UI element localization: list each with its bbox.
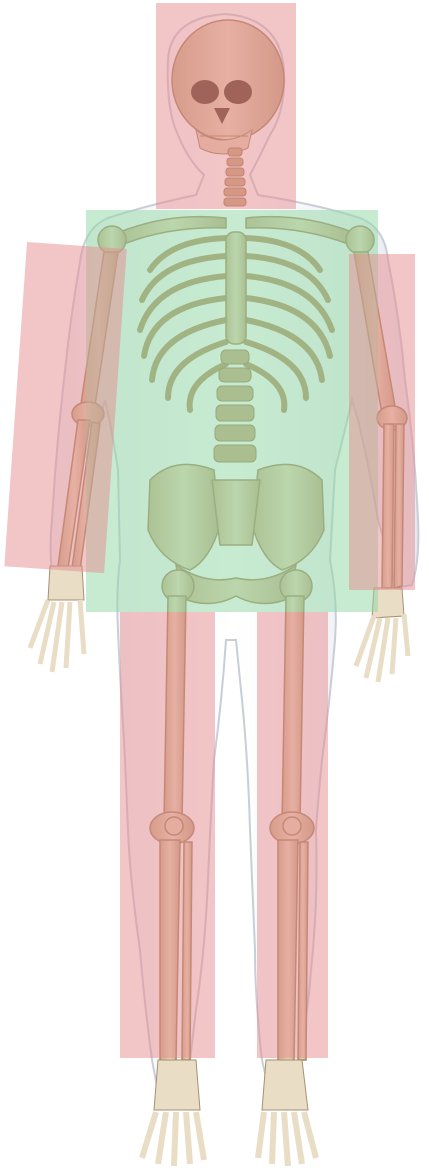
right-leg-region-overlay [120,612,215,1058]
right-foot-bones [142,1060,204,1166]
left-leg-region-overlay [257,612,328,1058]
right-hand-bones [30,566,84,672]
left-arm-region-overlay [349,254,415,590]
head-region-overlay [156,3,296,209]
torso-region-overlay [86,210,378,612]
left-foot-bones [258,1060,316,1166]
